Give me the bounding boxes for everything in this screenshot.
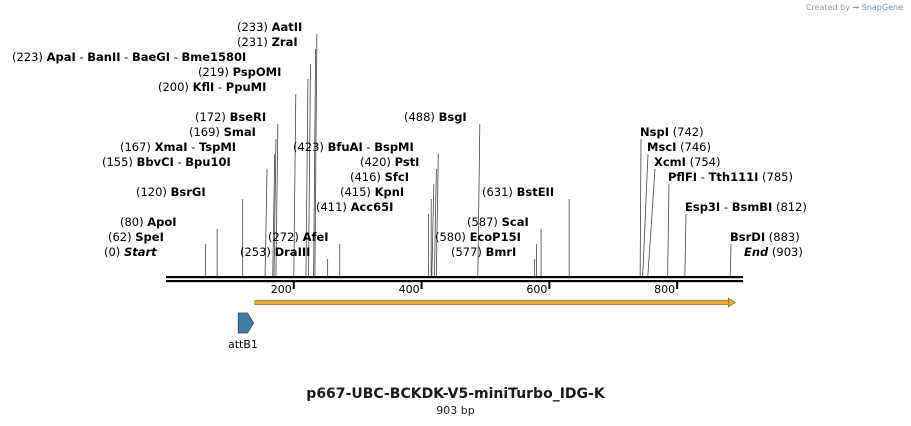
cut-site-label[interactable]: (169) SmaI	[189, 125, 256, 139]
cut-site-label[interactable]: (631) BstEII	[482, 185, 554, 199]
cut-site-line	[433, 168, 437, 278]
plasmid-length: 903 bp	[436, 404, 475, 417]
orf-arrow[interactable]	[254, 297, 736, 308]
orf-arrowhead	[728, 297, 736, 308]
cut-site-label[interactable]: (167) XmaI - TspMI	[120, 140, 236, 154]
cut-site-label[interactable]: (219) PspOMI	[198, 65, 281, 79]
cut-site-line	[305, 78, 309, 278]
cut-site-line	[435, 153, 439, 278]
ruler-tick-label: 600	[526, 283, 547, 296]
cut-site-label[interactable]: (62) SpeI	[108, 230, 164, 244]
cut-site-line	[642, 153, 649, 278]
cut-site-label[interactable]: (231) ZraI	[237, 35, 298, 49]
cut-site-label[interactable]: (223) ApaI - BanII - BaeGI - Bme1580I	[12, 50, 246, 64]
cut-site-label[interactable]: XcmI (754)	[654, 155, 721, 169]
cut-site-label[interactable]: (272) AfeI	[268, 230, 329, 244]
cut-site-line	[647, 168, 656, 278]
sequence-backbone: 200 400 600 800	[166, 276, 743, 296]
ruler-tick-label: 200	[271, 283, 292, 296]
cut-site-label[interactable]: (423) BfuAI - BspMI	[293, 140, 414, 154]
cut-site-label[interactable]: Esp3I - BsmBI (812)	[685, 200, 807, 214]
plasmid-name: p667-UBC-BCKDK-V5-miniTurbo_IDG-K	[306, 386, 605, 402]
cut-site-line	[729, 243, 732, 278]
backbone-bottom-strand	[166, 280, 743, 283]
cut-site-line	[275, 123, 279, 278]
cut-site-label[interactable]: (172) BseRI	[195, 110, 266, 124]
cut-site-label[interactable]: (155) BbvCI - Bpu10I	[102, 155, 231, 169]
ruler-tick-label: 400	[399, 283, 420, 296]
attb1-feature[interactable]	[237, 312, 255, 334]
created-by-credit: Created by ➞ SnapGene	[806, 3, 903, 12]
cut-site-line	[272, 153, 276, 278]
cut-site-line	[308, 63, 311, 278]
cut-site-label[interactable]: (580) EcoP15I	[435, 230, 521, 244]
cut-site-label[interactable]: (411) Acc65I	[316, 200, 393, 214]
cut-site-label[interactable]: (415) KpnI	[340, 185, 404, 199]
cut-site-label[interactable]: (416) SfcI	[350, 170, 409, 184]
cut-site-label[interactable]: (488) BsgI	[404, 110, 467, 124]
cut-site-label[interactable]: NspI (742)	[640, 125, 704, 139]
cut-site-label[interactable]: (253) DraIII	[240, 245, 310, 259]
cut-site-label[interactable]: (233) AatII	[237, 20, 302, 34]
cut-site-line	[273, 138, 277, 278]
cut-site-line	[293, 93, 297, 278]
cut-site-line	[667, 183, 670, 278]
cut-site-label[interactable]: (80) ApoI	[120, 215, 177, 229]
cut-site-label[interactable]: BsrDI (883)	[730, 230, 800, 244]
cut-site-label[interactable]: (200) KflI - PpuMI	[158, 80, 266, 94]
credit-brand: SnapGene	[861, 3, 903, 12]
cut-site-line	[684, 213, 687, 278]
cut-site-label[interactable]: (577) BmrI	[451, 245, 516, 259]
cut-site-labels: (0) Start(62) SpeI(80) ApoI (120) BsrGI (1…	[12, 20, 807, 259]
linear-map: 200 400 600 800 (0) Start(62) SpeI(80) ApoI…	[12, 20, 807, 334]
cut-site-label[interactable]: End (903)	[744, 245, 803, 259]
cut-site-label[interactable]: PflFI - Tth111I (785)	[668, 170, 793, 184]
cut-site-lines	[205, 33, 732, 278]
backbone-top-strand	[166, 276, 743, 279]
cut-site-line	[477, 123, 481, 278]
snapgene-logo-icon: ➞	[852, 3, 860, 12]
attb1-feature-arrow	[237, 312, 255, 334]
cut-site-label[interactable]: (587) ScaI	[467, 215, 529, 229]
orf-arrow-body	[254, 300, 730, 305]
ruler-tick-label: 800	[654, 283, 675, 296]
cut-site-label[interactable]: (120) BsrGI	[136, 185, 206, 199]
cut-site-line	[431, 183, 435, 278]
attb1-feature-label: attB1	[228, 338, 258, 351]
cut-site-line	[264, 168, 268, 278]
cut-site-label[interactable]: (420) PstI	[360, 155, 419, 169]
cut-site-line	[639, 138, 642, 278]
cut-site-line	[314, 33, 318, 278]
cut-site-label[interactable]: (0) Start	[104, 245, 157, 259]
cut-site-line	[313, 48, 317, 278]
cut-site-label[interactable]: MscI (746)	[647, 140, 711, 154]
credit-prefix: Created by	[805, 3, 850, 12]
